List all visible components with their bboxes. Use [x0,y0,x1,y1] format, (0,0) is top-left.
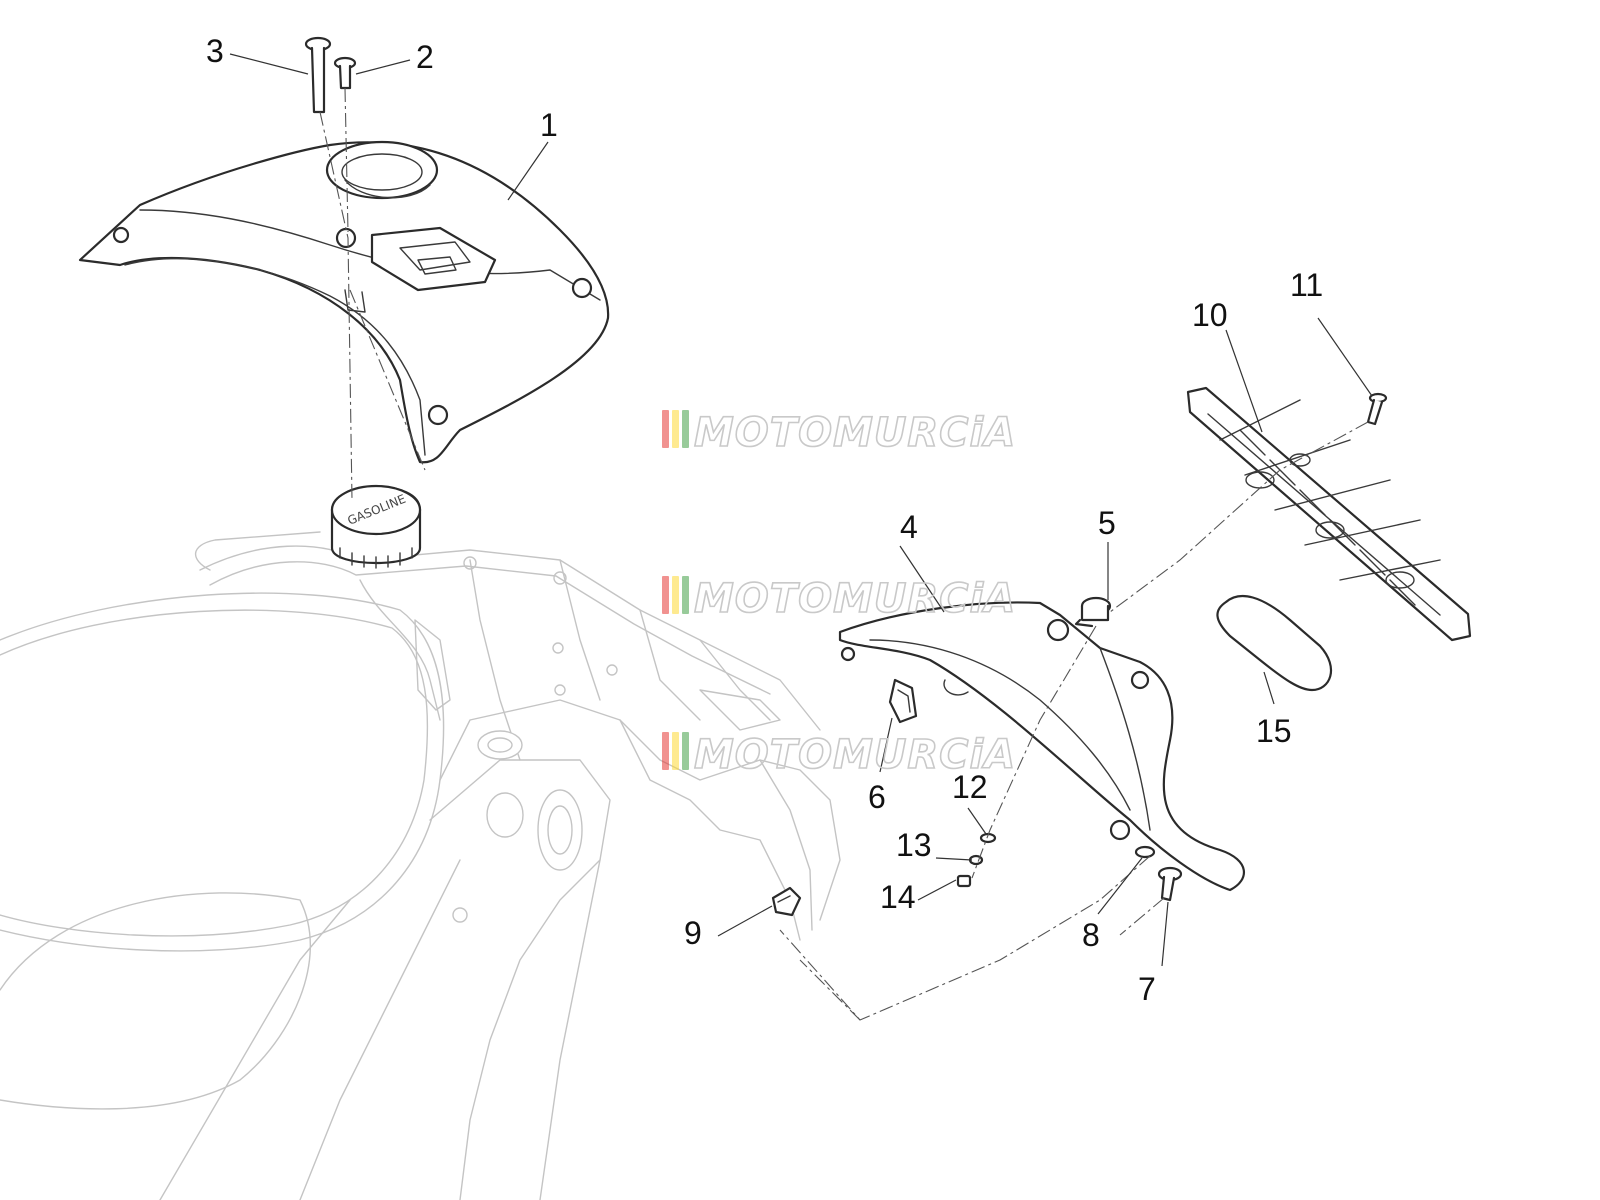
watermark-color-bar [682,732,689,770]
callout-6: 6 [868,779,886,815]
watermark-color-bar [672,410,679,448]
rear-cover-part [78,140,610,464]
screw-part-3 [304,36,332,114]
scooter-frame [0,531,841,1200]
callout-1: 1 [540,107,558,143]
callout-2: 2 [416,39,434,75]
watermark-bottom: MOTOMURCiA [662,731,1016,779]
watermark-color-bar [662,732,669,770]
watermark-color-bar [662,576,669,614]
watermark-color-bar [682,576,689,614]
watermark-color-bar [682,410,689,448]
callout-7: 7 [1138,971,1156,1007]
callout-8: 8 [1082,917,1100,953]
leader-lines [229,53,1373,967]
assembly-lines [319,87,1369,1021]
watermark-text: MOTOMURCiA [694,732,1016,778]
bolt-part-5 [1074,596,1112,628]
callout-labels: 1 2 3 4 5 6 7 8 9 10 11 12 13 14 15 [206,33,1323,1007]
screw-part-7 [1157,866,1183,902]
reflector-part-15 [1216,594,1332,692]
callout-12: 12 [952,769,988,805]
callout-4: 4 [900,509,918,545]
callout-5: 5 [1098,505,1116,541]
callout-15: 15 [1256,713,1292,749]
callout-9: 9 [684,915,702,951]
clip-part-6 [888,678,918,724]
watermark-text: MOTOMURCiA [694,576,1016,622]
watermark-color-bar [672,576,679,614]
callout-14: 14 [880,879,916,915]
watermark-color-bar [662,410,669,448]
callout-13: 13 [896,827,932,863]
callout-3: 3 [206,33,224,69]
nut-part-14 [956,874,972,888]
watermark-top: MOTOMURCiA [662,409,1016,457]
screw-part-11 [1366,392,1388,426]
watermark-middle: MOTOMURCiA [662,575,1016,623]
callout-10: 10 [1192,297,1228,333]
watermark-color-bar [672,732,679,770]
callout-11: 11 [1290,267,1323,303]
clip-part-9 [771,886,802,917]
washer-part-8 [1134,845,1156,859]
watermark-text: MOTOMURCiA [694,410,1016,456]
fuel-cap: GASOLINE [330,484,422,569]
screw-part-2 [333,56,357,90]
license-plate-bracket [1186,386,1472,642]
plate-holder-part [838,601,1246,892]
